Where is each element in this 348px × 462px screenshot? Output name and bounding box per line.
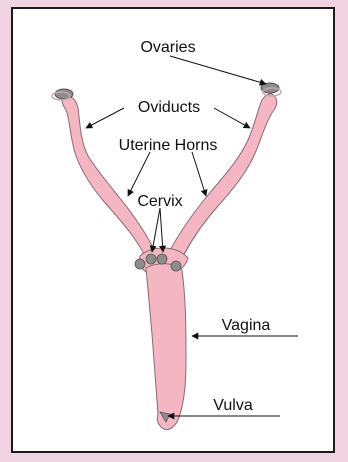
label-oviducts: Oviducts [138, 99, 200, 116]
left-horn-oviduct [62, 94, 158, 262]
cervix-node-2 [146, 254, 156, 264]
label-ovaries: Ovaries [140, 39, 195, 56]
label-vulva: Vulva [213, 397, 253, 414]
label-cervix: Cervix [137, 193, 182, 210]
ovaries-line [170, 56, 266, 84]
label-vagina: Vagina [222, 317, 271, 334]
cervix-node-4 [171, 261, 181, 271]
uterine-horns-line-left [128, 152, 150, 196]
cervix-line-left [152, 208, 160, 252]
ovaries-shapes [52, 83, 281, 100]
label-uterine-horns: Uterine Horns [119, 137, 218, 154]
uterine-horns-line-right [192, 152, 206, 196]
cervix-node-1 [135, 259, 145, 269]
vagina-vulva [146, 264, 186, 430]
oviducts-line-left [86, 108, 124, 128]
cervix-line-right [160, 208, 163, 252]
right-horn-oviduct [166, 94, 277, 262]
cervix-node-3 [157, 254, 167, 264]
oviducts-line-right [214, 108, 250, 128]
